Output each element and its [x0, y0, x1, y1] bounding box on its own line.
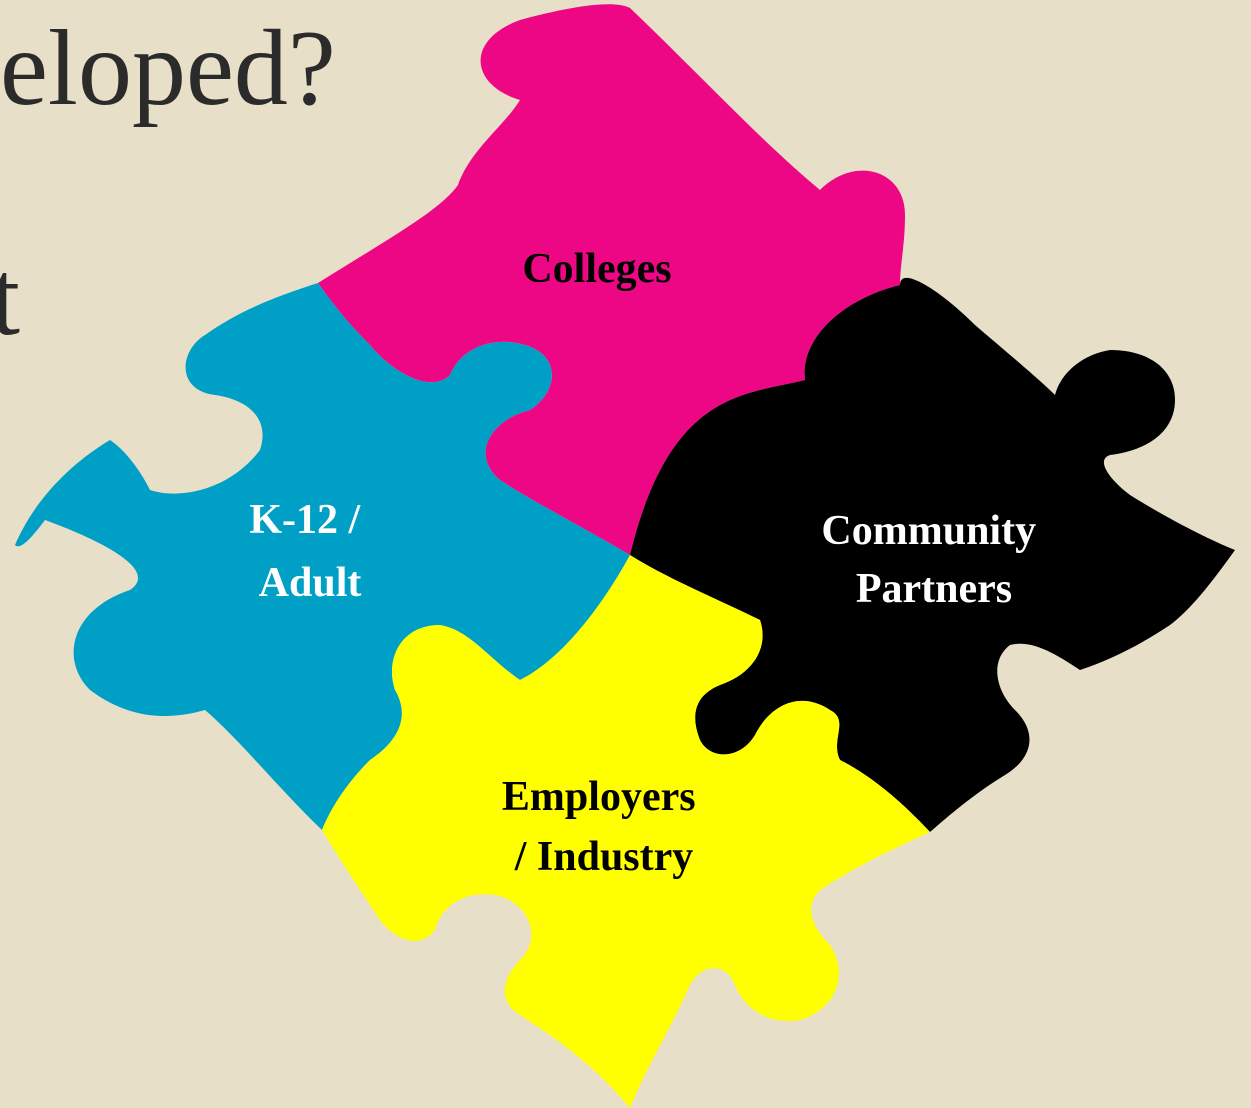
label-community-line-1: Community — [821, 508, 1036, 554]
label-k12-line-2: Adult — [259, 560, 362, 606]
label-community-partners: Community Partners — [821, 508, 1046, 612]
title-fragment-line-1: eloped? — [0, 9, 336, 128]
puzzle-piece-k12-adult — [15, 283, 630, 830]
puzzle-piece-colleges — [318, 4, 905, 556]
label-employers-line-1: Employers — [502, 774, 696, 820]
label-colleges: Colleges — [522, 246, 671, 292]
label-community-line-2: Partners — [856, 566, 1012, 612]
label-k12-line-1: K-12 / — [249, 497, 361, 543]
title-fragment-line-2: t — [0, 239, 21, 358]
label-k12-adult: K-12 / Adult — [249, 497, 370, 606]
label-colleges-line: Colleges — [522, 246, 671, 292]
label-employers-industry: Employers / Industry — [502, 774, 706, 880]
puzzle-piece-community-partners — [630, 277, 1235, 832]
label-employers-line-2: / Industry — [514, 834, 694, 880]
puzzle-piece-employers-industry — [322, 555, 930, 1108]
